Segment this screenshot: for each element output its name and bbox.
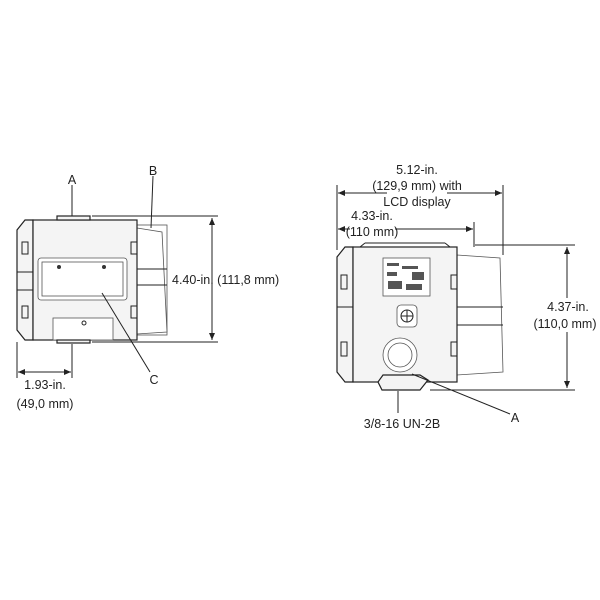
height-dimension-left: 4.40-in. (111,8 mm) — [172, 273, 279, 287]
depth-dimension-in: 1.93-in. — [24, 378, 66, 392]
height-dimension-mm: (110,0 mm) — [534, 317, 597, 331]
front-view-housing — [336, 242, 504, 391]
lcd-width-line1: 5.12-in. — [396, 163, 438, 177]
thread-label: 3/8-16 UN-2B — [364, 417, 440, 431]
callout-a-right: A — [511, 411, 520, 425]
width-dimension-in: 4.33-in. — [351, 209, 393, 223]
callout-a-left: A — [68, 173, 77, 187]
side-view-housing — [16, 215, 168, 344]
height-dimension-in: 4.37-in. — [547, 300, 589, 314]
callout-b: B — [149, 164, 157, 178]
lcd-width-line2: (129,9 mm) with — [372, 179, 462, 193]
depth-dimension-mm: (49,0 mm) — [17, 397, 74, 411]
lcd-width-line3: LCD display — [383, 195, 451, 209]
callout-c: C — [149, 373, 158, 387]
width-dimension-mm: (110 mm) — [346, 225, 399, 239]
